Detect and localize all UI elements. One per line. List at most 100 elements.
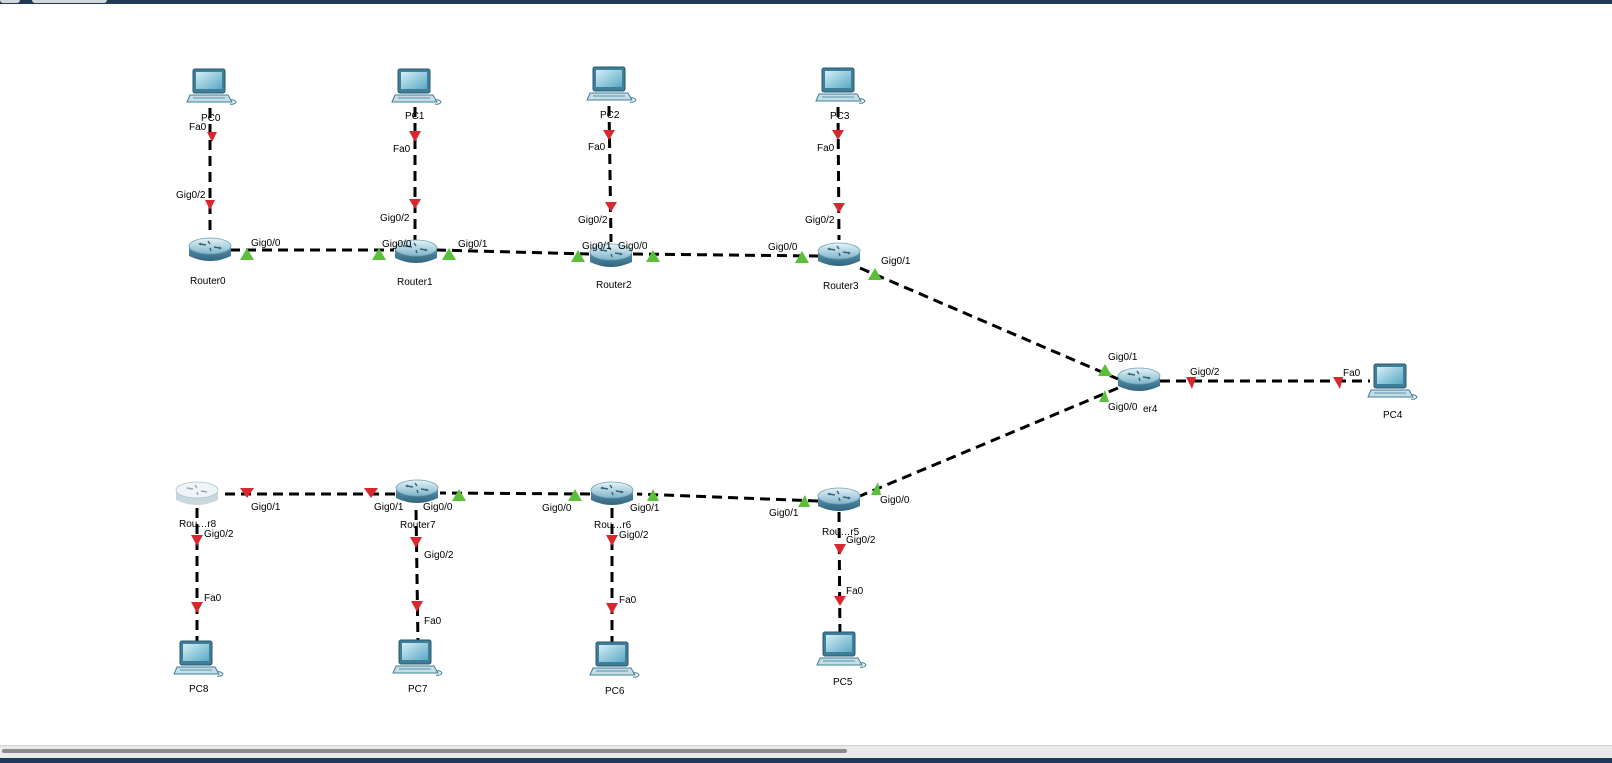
- link-router1-router2[interactable]: [435, 248, 590, 256]
- router-icon-disabled[interactable]: [175, 481, 219, 506]
- device-label-router1: Router1: [397, 277, 433, 288]
- port-up-triangle: [798, 495, 810, 507]
- port-label: Gig0/1: [251, 502, 281, 513]
- router-icon[interactable]: [817, 242, 861, 267]
- port-up-triangle: [1099, 390, 1109, 402]
- port-label: Gig0/2: [204, 529, 234, 540]
- device-label-router5: Rou…r5: [822, 527, 860, 538]
- device-label-router3: Router3: [823, 281, 859, 292]
- port-down-triangle: [1186, 377, 1196, 389]
- port-label: Gig0/0: [880, 495, 910, 506]
- port-up-triangle: [442, 248, 456, 260]
- port-label: Fa0: [1343, 368, 1361, 379]
- port-up-triangle: [452, 489, 466, 501]
- port-down-triangle: [191, 535, 203, 546]
- pc-icon[interactable]: [816, 631, 867, 668]
- port-up-triangle: [795, 251, 809, 263]
- port-up-triangle: [646, 250, 660, 262]
- port-label: Gig0/1: [582, 241, 612, 252]
- link-pc2-router2[interactable]: [607, 105, 613, 243]
- router-icon[interactable]: [1117, 367, 1161, 392]
- links-layer: [195, 105, 1370, 645]
- port-up-triangle: [568, 489, 582, 501]
- device-label-pc5: PC5: [833, 677, 853, 688]
- link-pc3-router3[interactable]: [836, 106, 841, 241]
- port-down-triangle: [205, 200, 215, 210]
- port-label: Fa0: [619, 595, 637, 606]
- link-router4-router5[interactable]: [859, 386, 1119, 498]
- port-label: Gig0/2: [846, 535, 876, 546]
- port-label: Fa0: [817, 143, 835, 154]
- port-down-triangle: [606, 535, 618, 546]
- port-label: Gig0/1: [769, 508, 799, 519]
- port-down-triangle: [410, 537, 422, 548]
- port-down-triangle: [411, 601, 423, 612]
- device-label-router8: Rou…r8: [179, 519, 217, 530]
- link-router3-router4[interactable]: [859, 266, 1119, 381]
- port-label: Fa0: [189, 122, 207, 133]
- port-down-triangle: [191, 602, 203, 613]
- port-down-triangle: [605, 202, 617, 212]
- link-router5-pc5[interactable]: [837, 511, 842, 643]
- link-router2-router3[interactable]: [632, 252, 819, 258]
- device-label-pc0: PC0: [201, 113, 221, 124]
- port-label: Gig0/0: [423, 502, 453, 513]
- router-icon[interactable]: [817, 487, 861, 512]
- port-label: Fa0: [424, 616, 442, 627]
- device-label-pc2: PC2: [600, 110, 620, 121]
- port-label: Gig0/2: [805, 215, 835, 226]
- port-status-layer: [191, 130, 1343, 614]
- port-label: Gig0/0: [251, 238, 281, 249]
- pc-icon[interactable]: [586, 66, 637, 103]
- pc-icon[interactable]: [392, 639, 443, 676]
- device-label-pc8: PC8: [189, 684, 209, 695]
- router-icon[interactable]: [590, 481, 634, 506]
- port-label: Gig0/0: [542, 503, 572, 514]
- device-label-pc7: PC7: [408, 684, 428, 695]
- link-router6-router7[interactable]: [439, 491, 591, 496]
- port-label: Gig0/1: [374, 502, 404, 513]
- pc-icon[interactable]: [186, 68, 237, 105]
- pc-icon[interactable]: [589, 641, 640, 678]
- port-label: Gig0/0: [768, 242, 798, 253]
- port-down-triangle: [409, 199, 421, 209]
- routers-layer: [175, 237, 1161, 512]
- port-label: Gig0/1: [881, 256, 911, 267]
- pc-icon[interactable]: [815, 67, 866, 104]
- status-bar: [0, 758, 1612, 763]
- port-label: Gig0/2: [619, 530, 649, 541]
- device-label-pc4: PC4: [1383, 410, 1403, 421]
- router-icon[interactable]: [188, 237, 232, 262]
- network-topology[interactable]: PC0 PC1 PC2 PC3 Router0 Router1 Router2 …: [0, 4, 1612, 745]
- port-down-triangle: [834, 544, 846, 555]
- link-router5-router6[interactable]: [636, 492, 819, 503]
- port-label: Gig0/2: [1190, 367, 1220, 378]
- port-down-triangle: [207, 132, 217, 142]
- title-bar-tab[interactable]: [32, 0, 107, 3]
- port-down-triangle: [606, 603, 618, 614]
- port-up-triangle: [647, 489, 659, 501]
- port-up-triangle: [868, 268, 882, 280]
- device-labels-layer: PC0 PC1 PC2 PC3 Router0 Router1 Router2 …: [179, 110, 1403, 697]
- pc-icon[interactable]: [1367, 363, 1418, 400]
- router-icon[interactable]: [395, 479, 439, 504]
- port-label: Gig0/2: [380, 213, 410, 224]
- port-label: Gig0/1: [630, 503, 660, 514]
- device-label-pc3: PC3: [830, 111, 850, 122]
- port-down-triangle: [603, 130, 615, 140]
- pc-icon[interactable]: [391, 68, 442, 105]
- port-down-triangle: [240, 488, 254, 498]
- port-up-triangle: [240, 248, 254, 260]
- port-label: Fa0: [588, 142, 606, 153]
- device-label-router6: Rou…r6: [594, 520, 632, 531]
- horizontal-scrollbar[interactable]: [0, 745, 1612, 759]
- window-title-bar: [0, 0, 1612, 4]
- port-up-triangle: [871, 482, 881, 495]
- link-router7-pc7[interactable]: [414, 509, 420, 645]
- horizontal-scrollbar-thumb[interactable]: [2, 749, 847, 753]
- title-bar-tab[interactable]: [0, 0, 20, 3]
- logical-workspace[interactable]: PC0 PC1 PC2 PC3 Router0 Router1 Router2 …: [0, 4, 1612, 745]
- port-down-triangle: [833, 203, 845, 213]
- pc-icon[interactable]: [173, 640, 224, 677]
- port-up-triangle: [571, 250, 585, 262]
